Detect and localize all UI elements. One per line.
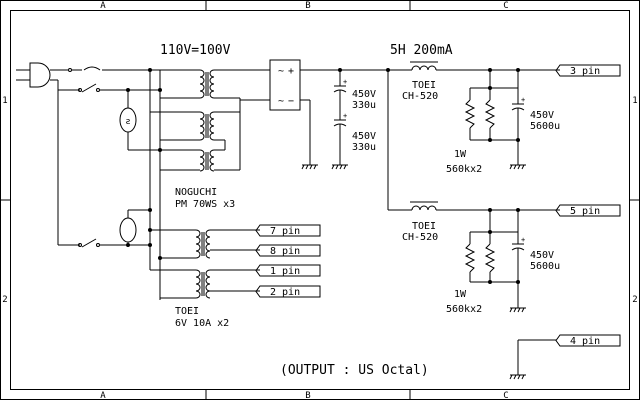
- pin-tag-3: [555, 64, 621, 77]
- row-label-1-left: 1: [2, 96, 7, 106]
- col-label-b-top: B: [305, 1, 310, 11]
- out2-res-value: 560kx2: [446, 304, 482, 315]
- choke-1: [386, 61, 560, 210]
- out2-res-watt: 1W: [454, 289, 467, 300]
- pin-label-1: 1 pin: [270, 266, 300, 277]
- out1-cap-voltage: 450V: [530, 110, 554, 121]
- out1-res-watt: 1W: [454, 149, 467, 160]
- pin-tag-2: [255, 285, 321, 298]
- rectifier-plus: +: [288, 66, 294, 77]
- cap2-capacitance: 330u: [352, 142, 376, 153]
- col-label-c-top: C: [503, 1, 508, 11]
- pin-tag-1: [255, 264, 321, 277]
- out2-cap-voltage: 450V: [530, 250, 554, 261]
- transformer-noguchi-1: [150, 69, 245, 99]
- switch-bottom: [58, 238, 150, 248]
- noguchi-maker-label: NOGUCHI: [175, 187, 217, 198]
- svg-text:+: +: [521, 236, 525, 244]
- output2-network: +: [464, 208, 526, 313]
- col-label-c-bottom: C: [503, 391, 508, 400]
- choke2-maker: TOEI: [412, 221, 436, 232]
- pin-label-4: 4 pin: [570, 336, 600, 347]
- pin-tag-4: [509, 334, 621, 380]
- svg-text:ƨ: ƨ: [125, 117, 130, 127]
- toei-model-label: 6V 10A x2: [175, 318, 229, 329]
- pin-label-3: 3 pin: [570, 66, 600, 77]
- output1-network: +: [464, 68, 526, 170]
- cap2-voltage: 450V: [352, 131, 376, 142]
- out1-res-value: 560kx2: [446, 164, 482, 175]
- out1-cap-capacitance: 5600u: [530, 121, 560, 132]
- col-label-a-bottom: A: [100, 391, 106, 400]
- pin-tag-7: [255, 224, 321, 237]
- rectifier-ac-top: ~: [278, 66, 284, 77]
- svg-text:+: +: [343, 112, 347, 120]
- primary-voltage-label: 110V=100V: [160, 43, 231, 58]
- row-label-1-right: 1: [632, 96, 637, 106]
- switch-top: [68, 66, 150, 72]
- pin-label-8: 8 pin: [270, 246, 300, 257]
- cap1-capacitance: 330u: [352, 100, 376, 111]
- pilot-lamp-top: ƨ: [119, 90, 160, 151]
- transformer-toei-2: [150, 269, 260, 299]
- toei-maker-label: TOEI: [175, 306, 199, 317]
- pin-label-5: 5 pin: [570, 206, 600, 217]
- row-label-2-right: 2: [632, 295, 637, 305]
- svg-text:+: +: [343, 78, 347, 86]
- noguchi-model-label: PM 70WS x3: [175, 199, 235, 210]
- ac-plug-symbol: [16, 62, 68, 245]
- output-note: (OUTPUT : US Octal): [280, 363, 429, 378]
- pilot-lamp-bottom: [119, 209, 150, 245]
- choke1-model: CH-520: [402, 91, 438, 102]
- transformer-toei-1: [150, 229, 260, 259]
- rectifier-minus: −: [288, 96, 294, 107]
- choke2-model: CH-520: [402, 232, 438, 243]
- choke-rating-label: 5H 200mA: [390, 43, 453, 58]
- ground-rectifier: [301, 164, 318, 170]
- transformer-noguchi-2: [150, 111, 240, 141]
- pin-label-7: 7 pin: [270, 226, 300, 237]
- cap1-voltage: 450V: [352, 89, 376, 100]
- col-label-b-bottom: B: [305, 391, 310, 400]
- choke1-maker: TOEI: [412, 80, 436, 91]
- filter-capacitors: + +: [331, 68, 348, 170]
- rectifier-ac-bottom: ~: [278, 96, 284, 107]
- svg-text:+: +: [521, 96, 525, 104]
- pin-tag-5: [555, 204, 621, 217]
- out2-cap-capacitance: 5600u: [530, 261, 560, 272]
- transformer-noguchi-3: [150, 149, 240, 172]
- rectifier-bridge: ~ + ~ −: [269, 59, 390, 165]
- switch-mid: [58, 83, 160, 93]
- col-label-a-top: A: [100, 1, 106, 11]
- pin-label-2: 2 pin: [270, 287, 300, 298]
- choke-2: [388, 201, 560, 211]
- pin-tag-8: [255, 244, 321, 257]
- row-label-2-left: 2: [2, 295, 7, 305]
